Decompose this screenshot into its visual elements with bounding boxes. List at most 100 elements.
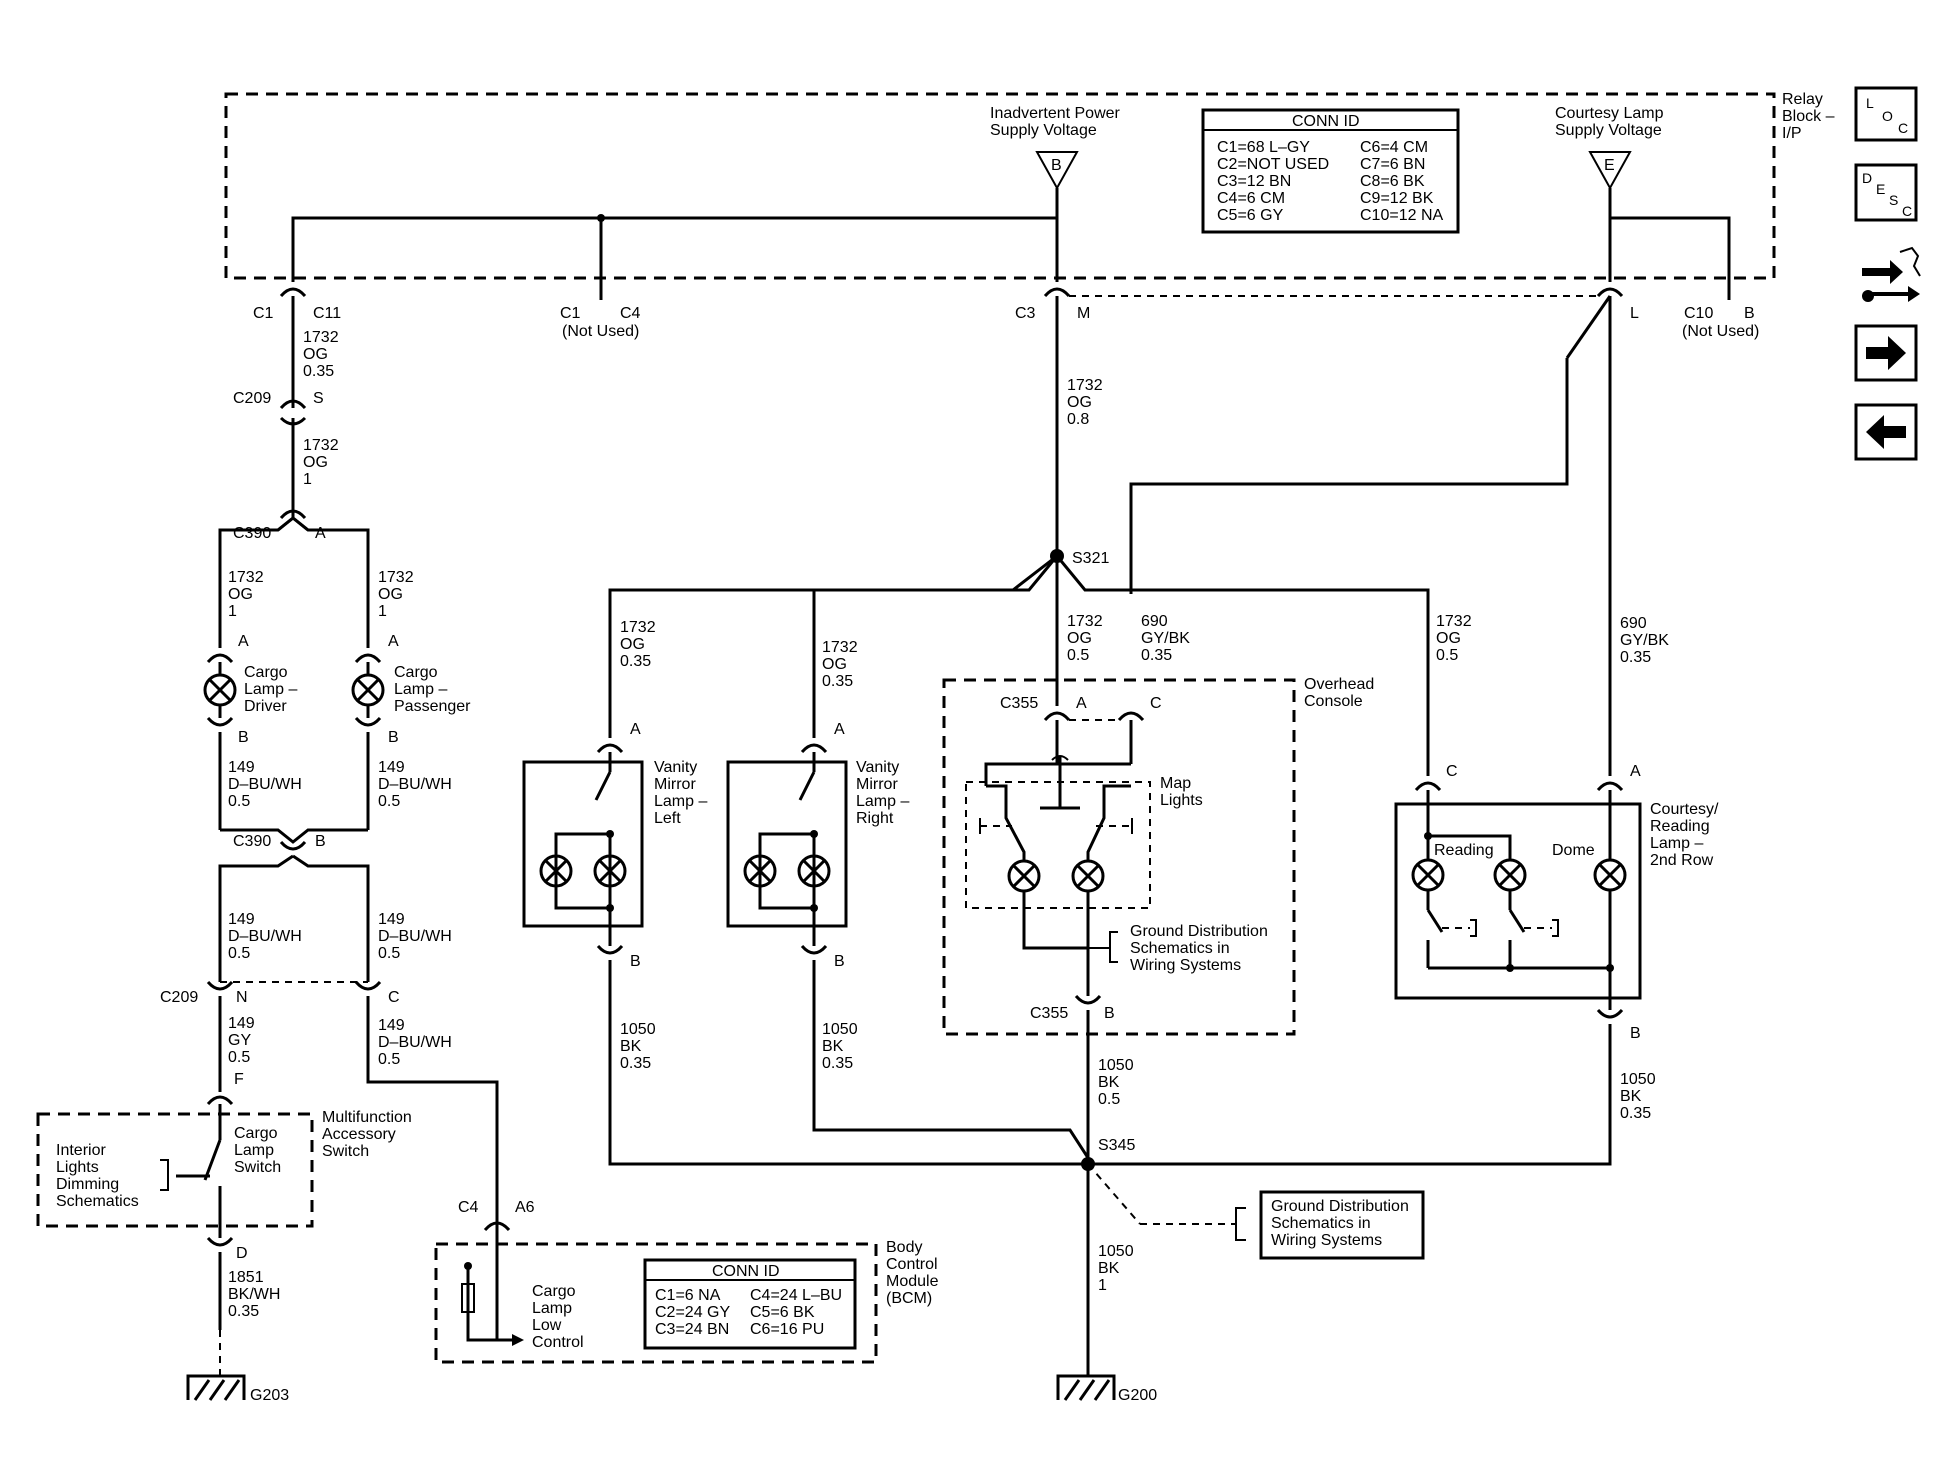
wire-label: 0.8 <box>1067 411 1089 428</box>
pin-label: C <box>1150 695 1162 712</box>
label-c11: C11 <box>313 305 341 322</box>
right-arrow-icon <box>1866 336 1906 370</box>
cargo-lamp-driver-label: Driver <box>244 698 287 715</box>
ground-dist-label: Schematics in <box>1271 1215 1371 1232</box>
wire-label: BK <box>1098 1260 1120 1277</box>
conn-id-right-2: C8=6 BK <box>1360 173 1425 190</box>
pin-label: B <box>834 953 845 970</box>
ground-dist-label: Wiring Systems <box>1130 957 1241 974</box>
bcm-label: Body <box>886 1239 922 1256</box>
vanity-right-label: Right <box>856 810 894 827</box>
relay-block-label-3: I/P <box>1782 125 1802 142</box>
bcm-boundary <box>434 1242 878 1364</box>
wire-label: 1732 <box>1436 613 1472 630</box>
pin-label: B <box>630 953 641 970</box>
loc-button[interactable]: L O C <box>1854 86 1918 142</box>
courtesy-label: Lamp – <box>1650 835 1703 852</box>
bcm-conn-title: CONN ID <box>712 1263 780 1280</box>
ground-g200-icon <box>1056 1374 1116 1401</box>
wire-label: 1 <box>303 471 312 488</box>
bcm-label: Module <box>886 1273 939 1290</box>
connector-c209-n <box>206 980 234 991</box>
wire-label: D–BU/WH <box>228 928 302 945</box>
supply-pin-b: B <box>1051 157 1062 174</box>
wire-label: 1732 <box>303 329 339 346</box>
loc-o: O <box>1882 108 1893 124</box>
overhead-console-boundary <box>942 678 1296 1036</box>
wire-label: 1 <box>1098 1277 1107 1294</box>
bcm-label: Control <box>886 1256 938 1273</box>
relay-block-label-1: Relay <box>1782 91 1823 108</box>
bcm-conn-right: C6=16 PU <box>750 1321 824 1338</box>
wire-label: D–BU/WH <box>378 928 452 945</box>
desc-c: C <box>1902 203 1912 219</box>
wire-label: 0.5 <box>228 945 250 962</box>
label-g203: G203 <box>250 1387 289 1404</box>
next-button[interactable] <box>1854 324 1918 382</box>
cargo-lamp-driver-label: Lamp – <box>244 681 297 698</box>
pin-label: A6 <box>515 1199 535 1216</box>
vanity-left-label: Mirror <box>654 776 696 793</box>
wire-label: 149 <box>228 759 255 776</box>
wire-label: 690 <box>1141 613 1168 630</box>
label-a-c390: A <box>315 525 326 542</box>
conn-id-left-0: C1=68 L–GY <box>1217 139 1310 156</box>
label-c209b: C209 <box>160 989 198 1006</box>
wrench-button[interactable] <box>1862 246 1921 302</box>
ground-g203-icon <box>186 1374 246 1401</box>
cargo-lamp-passenger-label: Cargo <box>394 664 438 681</box>
pin-label: B <box>1104 1005 1115 1022</box>
previous-button[interactable] <box>1854 403 1918 461</box>
dimming-label: Dimming <box>56 1176 119 1193</box>
bcm-conn-left: C3=24 BN <box>655 1321 729 1338</box>
bcm-conn-left: C1=6 NA <box>655 1287 721 1304</box>
multifunction-label: Switch <box>322 1143 369 1160</box>
pin-label: C355 <box>1000 695 1038 712</box>
vanity-right-bulb-1 <box>743 854 777 888</box>
wire-label: 1732 <box>1067 377 1103 394</box>
wire-label: 149 <box>378 1017 405 1034</box>
loc-c: C <box>1898 120 1908 136</box>
supply-arrow-e <box>1588 151 1632 191</box>
wire-label: 0.35 <box>822 673 853 690</box>
wire-label: 1050 <box>1098 1243 1134 1260</box>
map-lights-label: Map <box>1160 775 1191 792</box>
label-c390a: C390 <box>233 525 271 542</box>
cargo-lamp-passenger-bulb <box>351 673 385 707</box>
wire-label: OG <box>378 586 403 603</box>
wire-label: OG <box>1436 630 1461 647</box>
wire-label: 1732 <box>303 437 339 454</box>
courtesy-label: Reading <box>1650 818 1710 835</box>
cargo-switch-label: Cargo <box>234 1125 278 1142</box>
pin-label: D <box>236 1245 248 1262</box>
wire-label: OG <box>303 454 328 471</box>
courtesy-label: 2nd Row <box>1650 852 1714 869</box>
connector-c3-m <box>1043 287 1071 298</box>
conn-id-bcm-table: CONN ID C1=6 NA C2=24 GY C3=24 BN C4=24 … <box>643 1258 857 1350</box>
desc-button[interactable]: D E S C <box>1854 163 1918 222</box>
pin-label: A <box>1076 695 1087 712</box>
wrench-icon <box>1862 246 1921 302</box>
wire-label: OG <box>1067 394 1092 411</box>
connector-c209-c <box>354 980 382 991</box>
loc-l: L <box>1866 95 1874 111</box>
wire-label: GY/BK <box>1141 630 1190 647</box>
relay-block-boundary <box>224 92 1776 280</box>
multifunction-label: Multifunction <box>322 1109 412 1126</box>
conn-id-left-2: C3=12 BN <box>1217 173 1291 190</box>
wire-label: 1 <box>228 603 237 620</box>
wire-label: 0.5 <box>378 1051 400 1068</box>
wire-label: 0.35 <box>620 653 651 670</box>
reading-bulb-2 <box>1493 858 1527 892</box>
wire-label: 1732 <box>1067 613 1103 630</box>
wire-label: 1732 <box>822 639 858 656</box>
cargo-lamp-passenger-label: Passenger <box>394 698 471 715</box>
conn-id-left-3: C4=6 CM <box>1217 190 1285 207</box>
wire-label: 1851 <box>228 1269 264 1286</box>
pin-label: A <box>238 633 249 650</box>
cargo-low-label: Lamp <box>532 1300 572 1317</box>
pin-label: B <box>1630 1025 1641 1042</box>
conn-id-relay-table: CONN ID C1=68 L–GY C2=NOT USED C3=12 BN … <box>1201 108 1460 234</box>
cargo-low-label: Cargo <box>532 1283 576 1300</box>
